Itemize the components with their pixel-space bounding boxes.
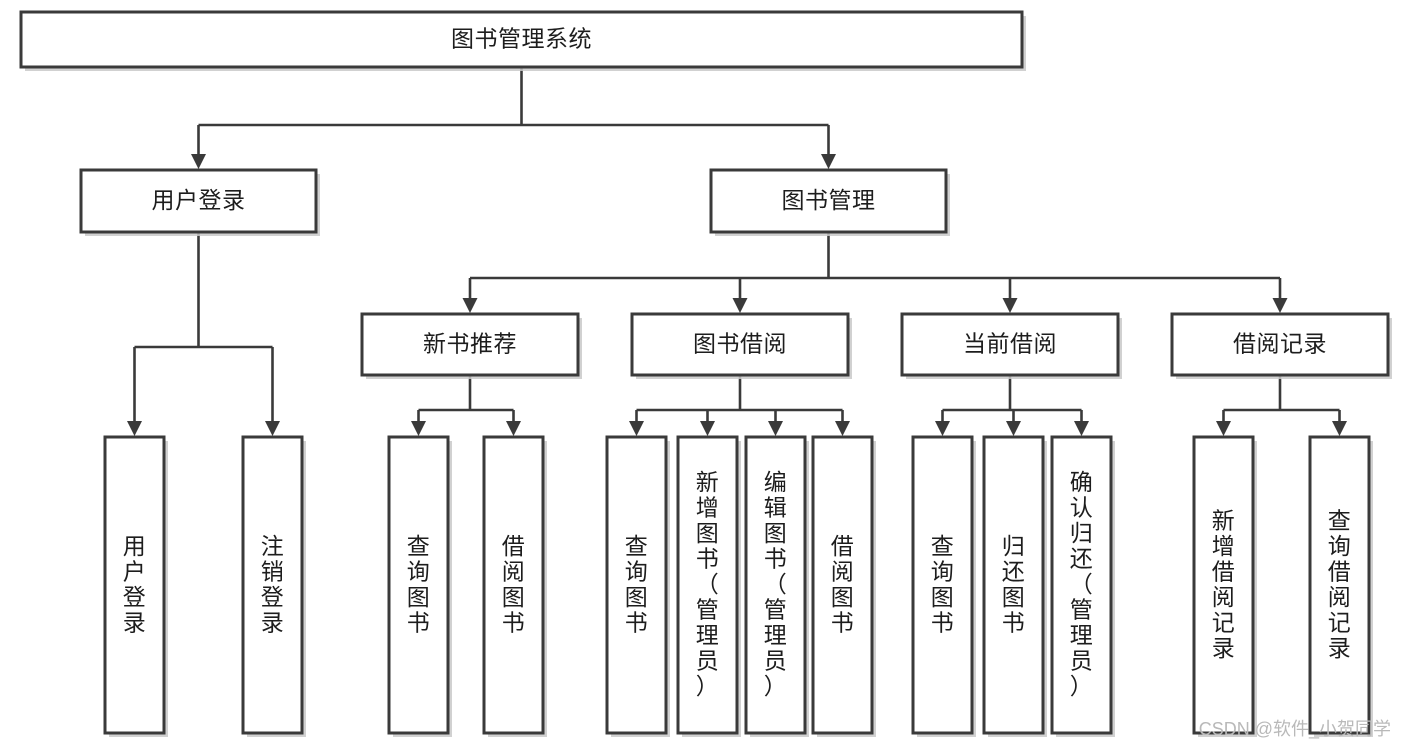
node-rect[interactable] bbox=[387, 435, 450, 735]
node-leaf-return-book[interactable]: 归还图书 bbox=[982, 435, 1047, 737]
node-rect[interactable] bbox=[811, 435, 874, 735]
node-label: 确认归还（管理员） bbox=[1070, 469, 1094, 699]
node-leaf-query-book-rec[interactable]: 查询图书 bbox=[387, 435, 452, 737]
node-leaf-query-borrow-record[interactable]: 查询借阅记录 bbox=[1308, 435, 1373, 737]
arrow-head-icon bbox=[265, 421, 280, 436]
edge-group-root bbox=[191, 67, 836, 169]
arrow-head-icon bbox=[700, 421, 715, 436]
arrow-head-icon bbox=[1332, 421, 1347, 436]
node-label: 借阅图书 bbox=[831, 533, 855, 636]
node-rect[interactable] bbox=[982, 435, 1045, 735]
node-user-login[interactable]: 用户登录 bbox=[79, 168, 320, 236]
node-leaf-user-login[interactable]: 用户登录 bbox=[103, 435, 168, 737]
node-rect[interactable] bbox=[241, 435, 304, 735]
connector-layer bbox=[127, 67, 1347, 436]
node-label: 图书借阅 bbox=[693, 331, 787, 357]
arrow-head-icon bbox=[411, 421, 426, 436]
arrow-head-icon bbox=[1002, 298, 1018, 313]
arrow-head-icon bbox=[127, 421, 142, 436]
node-rect[interactable] bbox=[1192, 435, 1255, 735]
node-leaf-add-borrow-record[interactable]: 新增借阅记录 bbox=[1192, 435, 1257, 737]
arrow-head-icon bbox=[835, 421, 850, 436]
node-rect[interactable] bbox=[630, 312, 850, 377]
node-label: 用户登录 bbox=[123, 533, 147, 636]
node-root[interactable]: 图书管理系统 bbox=[19, 10, 1026, 71]
node-rect[interactable] bbox=[79, 168, 318, 234]
arrow-head-icon bbox=[732, 298, 748, 313]
node-label: 图书管理 bbox=[782, 187, 876, 213]
node-label: 借阅记录 bbox=[1233, 331, 1327, 357]
node-borrow-record[interactable]: 借阅记录 bbox=[1170, 312, 1392, 379]
node-label: 查询图书 bbox=[407, 533, 431, 636]
node-rect[interactable] bbox=[744, 435, 807, 735]
node-rect[interactable] bbox=[605, 435, 668, 735]
node-rect[interactable] bbox=[103, 435, 166, 735]
node-leaf-borrow-book-rec[interactable]: 借阅图书 bbox=[482, 435, 547, 737]
node-rect[interactable] bbox=[19, 10, 1024, 69]
arrow-head-icon bbox=[1272, 298, 1288, 313]
node-rect[interactable] bbox=[1050, 435, 1113, 735]
node-label: 查询图书 bbox=[931, 533, 955, 636]
arrow-head-icon bbox=[506, 421, 521, 436]
node-current-borrow[interactable]: 当前借阅 bbox=[900, 312, 1122, 379]
node-leaf-confirm-return[interactable]: 确认归还（管理员） bbox=[1050, 435, 1115, 737]
arrow-head-icon bbox=[821, 154, 836, 169]
node-label: 用户登录 bbox=[152, 187, 246, 213]
node-label: 编辑图书（管理员） bbox=[764, 469, 788, 699]
node-new-book-recommend[interactable]: 新书推荐 bbox=[360, 312, 582, 379]
node-rect[interactable] bbox=[1170, 312, 1390, 377]
node-label: 借阅图书 bbox=[502, 533, 526, 636]
node-label: 注销登录 bbox=[261, 533, 285, 636]
node-rect[interactable] bbox=[911, 435, 974, 735]
node-rect[interactable] bbox=[900, 312, 1120, 377]
node-book-manage[interactable]: 图书管理 bbox=[709, 168, 950, 236]
node-label: 查询图书 bbox=[625, 533, 649, 636]
arrow-head-icon bbox=[191, 154, 206, 169]
edge-group-borrow-record bbox=[1216, 375, 1347, 436]
arrow-head-icon bbox=[1006, 421, 1021, 436]
node-rect[interactable] bbox=[676, 435, 739, 735]
arrow-head-icon bbox=[462, 298, 478, 313]
node-label: 归还图书 bbox=[1002, 533, 1026, 636]
node-label: 查询借阅记录 bbox=[1328, 507, 1352, 661]
edge-group-new-book-recommend bbox=[411, 375, 521, 436]
edge-group-current-borrow bbox=[935, 375, 1089, 436]
node-rect[interactable] bbox=[709, 168, 948, 234]
node-leaf-edit-book[interactable]: 编辑图书（管理员） bbox=[744, 435, 809, 737]
node-book-borrow[interactable]: 图书借阅 bbox=[630, 312, 852, 379]
edge-group-book-borrow bbox=[629, 375, 850, 436]
node-rect[interactable] bbox=[1308, 435, 1371, 735]
csdn-watermark: CSDN @软件_小贺同学 bbox=[1198, 719, 1391, 739]
node-leaf-borrow-book[interactable]: 借阅图书 bbox=[811, 435, 876, 737]
arrow-head-icon bbox=[629, 421, 644, 436]
arrow-head-icon bbox=[768, 421, 783, 436]
node-leaf-query-book-borrow[interactable]: 查询图书 bbox=[605, 435, 670, 737]
arrow-head-icon bbox=[1074, 421, 1089, 436]
node-rect[interactable] bbox=[360, 312, 580, 377]
node-rect[interactable] bbox=[482, 435, 545, 735]
edge-group-book-manage bbox=[462, 232, 1288, 313]
node-leaf-query-book-cur[interactable]: 查询图书 bbox=[911, 435, 976, 737]
node-label: 当前借阅 bbox=[963, 331, 1057, 357]
node-layer: 图书管理系统用户登录图书管理新书推荐图书借阅当前借阅借阅记录用户登录注销登录查询… bbox=[19, 10, 1392, 737]
node-label: 新增图书（管理员） bbox=[696, 469, 720, 699]
arrow-head-icon bbox=[935, 421, 950, 436]
edge-group-user-login bbox=[127, 232, 280, 436]
node-label: 图书管理系统 bbox=[451, 26, 592, 52]
node-leaf-logout-login[interactable]: 注销登录 bbox=[241, 435, 306, 737]
node-label: 新书推荐 bbox=[423, 331, 517, 357]
node-leaf-add-book[interactable]: 新增图书（管理员） bbox=[676, 435, 741, 737]
node-label: 新增借阅记录 bbox=[1212, 507, 1236, 661]
arrow-head-icon bbox=[1216, 421, 1231, 436]
